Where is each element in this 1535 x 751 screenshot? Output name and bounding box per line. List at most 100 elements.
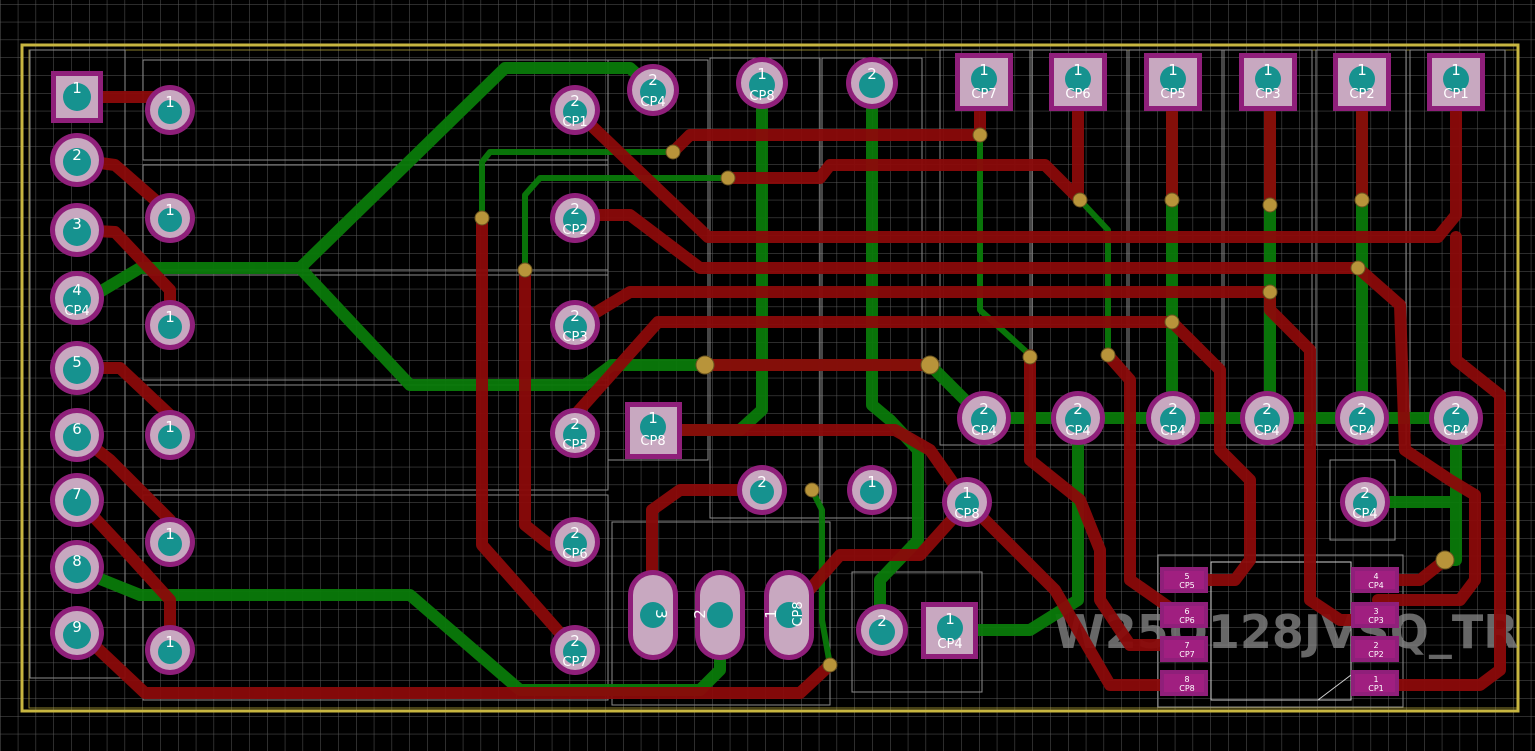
pad-net: CP1 (1443, 87, 1468, 102)
connector-pin-7[interactable]: 7 (50, 473, 104, 527)
pad-number: 1 (867, 473, 877, 491)
connector-pins[interactable]: 1 2 3 4 CP4 5 6 7 8 (50, 71, 104, 660)
pad-net: CP4 (1443, 424, 1468, 439)
pin-number: 5 (72, 353, 82, 371)
pad-number: 1 (165, 201, 175, 219)
pad-number: 2 (757, 473, 767, 491)
pad-number: 2 (648, 71, 658, 89)
resistor-pad[interactable]: 1 (145, 193, 195, 243)
pin-net: CP4 (64, 304, 89, 319)
pad-number: 2 (570, 92, 580, 110)
pin-number: 2 (72, 146, 82, 164)
oval-pad-2[interactable]: 2 (691, 570, 745, 660)
bottom-left-pad[interactable]: 2 (856, 604, 908, 656)
chip-pin-net: CP6 (1179, 616, 1195, 625)
pin-number: 4 (72, 281, 82, 299)
connector-pin-1[interactable]: 1 (51, 71, 103, 123)
pad-number: 1 (1073, 61, 1083, 79)
pad-net: CP2 (1349, 87, 1374, 102)
chip-pin-net: CP8 (1179, 684, 1195, 693)
oval-pad-3[interactable]: 3 (628, 570, 678, 660)
connector-pin-2[interactable]: 2 (50, 133, 104, 187)
resistor-pad[interactable]: 1 (145, 517, 195, 567)
pin-number: 3 (72, 215, 82, 233)
resistor-pad[interactable]: 1 (145, 625, 195, 675)
chip-pin-net: CP5 (1179, 581, 1195, 590)
connector-pin-3[interactable]: 3 (50, 203, 104, 257)
pad-number: 3 (652, 609, 670, 619)
small-pad-left[interactable]: 2 (737, 465, 787, 515)
resistor-pads[interactable]: 1 1 1 1 1 1 (145, 85, 195, 675)
pad-net: CP4 (1065, 424, 1090, 439)
pad-net: CP8 (640, 434, 665, 449)
connector-pin-8[interactable]: 8 (50, 540, 104, 594)
connector-pin-4[interactable]: 4 CP4 (50, 271, 104, 325)
connector-pin-5[interactable]: 5 (50, 341, 104, 395)
resistor-pad[interactable]: 1 (145, 85, 195, 135)
resistor-pad[interactable]: 1 (145, 410, 195, 460)
pin-number: 9 (72, 618, 82, 636)
pad-number: 1 (1357, 61, 1367, 79)
chip-pin-number: 5 (1184, 572, 1189, 581)
chip-pin-number: 2 (1373, 641, 1378, 650)
small-pad-right[interactable]: 1 (847, 465, 897, 515)
pad-net: CP8 (791, 601, 806, 626)
chip-pin-number: 3 (1373, 607, 1378, 616)
pad-number: 1 (165, 93, 175, 111)
pad-number: 1 (1263, 61, 1273, 79)
resistor-pad[interactable]: 1 (145, 300, 195, 350)
pad-number: 2 (1262, 400, 1272, 418)
chip-pin-net: CP1 (1368, 684, 1384, 693)
chip-pin-net: CP2 (1368, 650, 1384, 659)
chip-pin-net: CP4 (1368, 581, 1384, 590)
connector-pin-6[interactable]: 6 (50, 408, 104, 462)
top-copper-thin (479, 132, 1111, 668)
pad-number: 1 (165, 525, 175, 543)
connector-pin-9[interactable]: 9 (50, 606, 104, 660)
chip-pin-net: CP7 (1179, 650, 1195, 659)
top-pad-2[interactable]: 2 (846, 57, 898, 109)
